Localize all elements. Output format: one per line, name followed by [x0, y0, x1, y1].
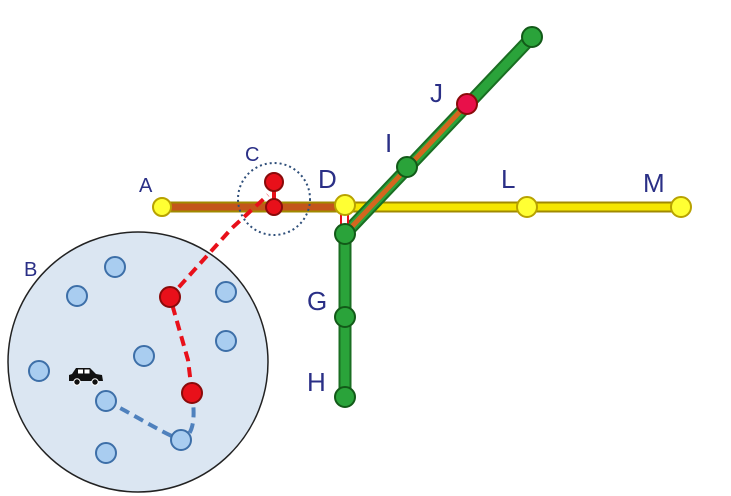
- region-node[interactable]: [133, 345, 155, 367]
- station-green-d[interactable]: [334, 223, 356, 245]
- station-terminal[interactable]: [521, 26, 543, 48]
- label-a: A: [139, 175, 153, 197]
- region-node[interactable]: [215, 330, 237, 352]
- region-node[interactable]: [28, 360, 50, 382]
- region-node[interactable]: [95, 442, 117, 464]
- label-l: L: [501, 164, 515, 194]
- label-h: H: [307, 367, 326, 397]
- station-j[interactable]: [456, 93, 478, 115]
- station-i[interactable]: [396, 156, 418, 178]
- region-red-node[interactable]: [181, 382, 203, 404]
- station-c[interactable]: [265, 198, 283, 216]
- station-a[interactable]: [152, 197, 172, 217]
- label-j: J: [430, 78, 443, 108]
- label-c: C: [245, 144, 259, 166]
- station-m[interactable]: [670, 196, 692, 218]
- label-g: G: [307, 286, 327, 316]
- region-node[interactable]: [104, 256, 126, 278]
- station-l[interactable]: [516, 196, 538, 218]
- label-d: D: [318, 164, 337, 194]
- station-c-top[interactable]: [264, 172, 284, 192]
- region-node[interactable]: [66, 285, 88, 307]
- region-node[interactable]: [95, 390, 117, 412]
- station-c-highlight: [237, 162, 311, 236]
- station-g[interactable]: [334, 306, 356, 328]
- region-node[interactable]: [170, 429, 192, 451]
- region-red-node[interactable]: [159, 286, 181, 308]
- region-node[interactable]: [215, 281, 237, 303]
- label-b: B: [24, 259, 37, 281]
- label-m: M: [643, 168, 665, 198]
- car-icon: [69, 368, 103, 386]
- station-d[interactable]: [334, 194, 356, 216]
- station-h[interactable]: [334, 386, 356, 408]
- label-i: I: [385, 128, 392, 158]
